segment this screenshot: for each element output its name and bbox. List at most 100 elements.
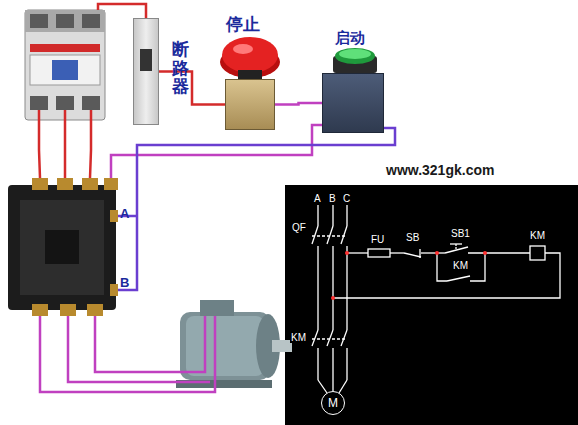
drawing-stroke xyxy=(346,348,347,380)
drawing-stroke xyxy=(30,96,48,110)
wire-connector xyxy=(159,72,225,105)
drawing-stroke xyxy=(90,110,91,178)
junction-dot xyxy=(331,296,335,300)
drawing-stroke xyxy=(312,226,318,244)
drawing-stroke xyxy=(530,246,545,260)
drawing-stroke xyxy=(30,44,100,52)
wire-connector xyxy=(275,103,322,105)
node-text: M xyxy=(328,396,338,410)
drawing-stroke xyxy=(312,330,318,346)
drawing-stroke xyxy=(104,178,118,190)
watermark: www.321gk.com xyxy=(386,163,494,178)
drawing-stroke xyxy=(346,246,347,330)
drawing-stroke xyxy=(317,348,318,380)
drawing-stroke xyxy=(317,246,318,330)
drawing-stroke xyxy=(111,125,322,178)
single-pole-breaker: 断路器 xyxy=(133,18,159,125)
drawing-stroke xyxy=(118,128,395,290)
phase-label: C xyxy=(343,193,350,204)
component-label: FU xyxy=(370,234,385,245)
drawing-stroke xyxy=(110,210,118,222)
junction-dot xyxy=(483,251,487,255)
drawing-stroke xyxy=(25,10,105,120)
drawing-stroke xyxy=(332,205,333,226)
drawing-stroke xyxy=(390,252,404,253)
drawing-stroke xyxy=(272,340,292,352)
component-label: KM xyxy=(452,260,469,271)
drawing-stroke xyxy=(341,330,347,346)
drawing-stroke xyxy=(233,44,253,54)
stop-button: 停止 xyxy=(225,79,275,130)
breaker-toggle xyxy=(140,49,152,71)
drawing-stroke xyxy=(87,304,103,316)
wire xyxy=(159,72,225,105)
drawing-stroke xyxy=(56,14,74,28)
drawing-stroke xyxy=(222,37,278,73)
drawing-stroke xyxy=(455,244,456,249)
drawing-stroke xyxy=(470,253,485,281)
drawing-stroke xyxy=(30,14,48,28)
component-label: KM xyxy=(529,230,546,241)
drawing-stroke xyxy=(32,304,48,316)
schematic-lines xyxy=(312,205,560,393)
drawing-stroke xyxy=(82,178,98,190)
drawing-stroke xyxy=(238,70,262,79)
drawing-stroke xyxy=(8,185,116,310)
drawing-stroke xyxy=(327,330,333,346)
phase-label: A xyxy=(314,193,321,204)
terminal-label: A xyxy=(120,207,129,221)
drawing-stroke xyxy=(468,252,530,253)
drawing-stroke xyxy=(437,253,447,281)
junction-dot xyxy=(435,251,439,255)
wire xyxy=(275,103,322,105)
drawing-stroke xyxy=(335,48,375,64)
drawing-stroke xyxy=(327,226,333,244)
start-button: 启动 xyxy=(322,73,384,133)
drawing-stroke xyxy=(186,316,264,376)
drawing-stroke xyxy=(56,96,74,110)
start-button-head xyxy=(333,48,377,73)
drawing-stroke xyxy=(447,276,470,281)
drawing-stroke xyxy=(68,316,210,382)
drawing-stroke xyxy=(200,300,234,316)
drawing-stroke xyxy=(20,200,104,295)
drawing-stroke xyxy=(110,284,118,296)
contactor xyxy=(8,178,118,316)
motor-symbol: M xyxy=(321,391,345,415)
drawing-stroke xyxy=(30,55,100,85)
drawing-stroke xyxy=(60,304,76,316)
drawing-stroke xyxy=(341,226,347,244)
drawing-stroke xyxy=(40,316,215,392)
drawing-stroke xyxy=(368,249,390,257)
drawing-stroke xyxy=(332,246,333,330)
drawing-stroke xyxy=(82,14,100,28)
drawing-stroke xyxy=(45,230,79,264)
terminal-label: B xyxy=(120,276,129,290)
node-text: 启动 xyxy=(335,29,365,48)
motor xyxy=(176,300,292,388)
schematic-dots xyxy=(331,251,487,300)
component-label: KM xyxy=(290,332,307,343)
drawing-stroke xyxy=(404,253,421,257)
drawing-stroke xyxy=(317,205,318,226)
junction-dot xyxy=(345,251,349,255)
component-label: QF xyxy=(291,222,307,233)
drawing-stroke xyxy=(52,60,78,80)
drawing-stroke xyxy=(57,178,73,190)
drawing-stroke xyxy=(312,235,345,236)
drawing-stroke xyxy=(347,252,368,253)
component-label: SB1 xyxy=(450,228,471,239)
three-pole-breaker xyxy=(25,10,105,120)
drawing-stroke xyxy=(25,10,105,32)
drawing-stroke xyxy=(332,348,333,391)
drawing-stroke xyxy=(39,110,40,178)
drawing-stroke xyxy=(346,205,347,226)
drawing-stroke xyxy=(98,4,146,18)
drawing-stroke xyxy=(419,249,420,258)
stop-button-head xyxy=(220,37,280,79)
drawing-stroke xyxy=(339,380,347,393)
drawing-stroke xyxy=(450,243,462,244)
node-text: 停止 xyxy=(226,13,260,36)
